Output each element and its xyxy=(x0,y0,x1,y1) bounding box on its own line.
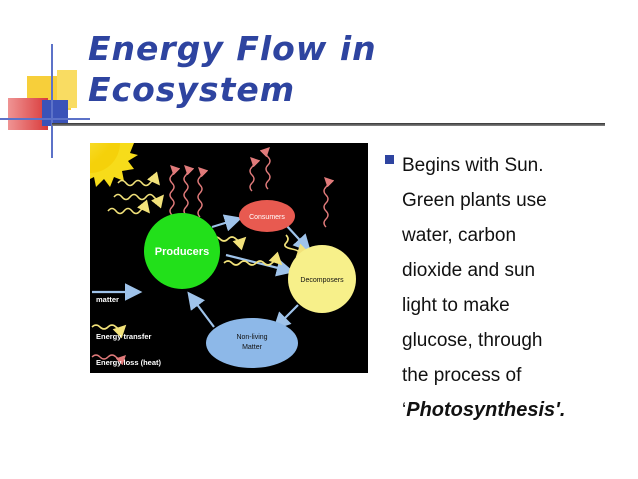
bullet-line-3: water, carbon xyxy=(402,225,517,246)
consumers-node xyxy=(239,200,295,232)
slide-title-line-2: Ecosystem xyxy=(88,70,296,109)
decor-blue-block xyxy=(42,100,68,126)
slide-title: Energy Flow in Ecosystem xyxy=(88,28,377,110)
decor-vertical-line xyxy=(51,44,53,158)
energy-transfer-arrows xyxy=(91,234,310,339)
title-underline xyxy=(52,123,605,126)
bullet-open-quote: ‘ xyxy=(402,400,407,421)
legend-energy-transfer-label: Energy transfer xyxy=(96,332,152,341)
legend-energy-loss-label: Energy loss (heat) xyxy=(96,358,162,367)
bullet-text: Begins with Sun. Green plants use water,… xyxy=(402,148,622,428)
legend-matter-label: matter xyxy=(96,295,119,304)
bullet-line-2: Green plants use xyxy=(402,190,547,211)
decor-red-block xyxy=(8,98,48,130)
bullet-line-5: light to make xyxy=(402,295,510,316)
bullet-line-8: ‘Photosynthesis'. xyxy=(402,393,622,428)
bullet-line-7: the process of xyxy=(402,365,522,386)
slide-title-line-1: Energy Flow in xyxy=(88,29,377,68)
sunlight-arrows xyxy=(107,171,165,215)
heat-loss-arrows xyxy=(169,147,335,228)
legend-energy-loss-arrow xyxy=(91,354,126,366)
energy-flow-diagram: Producers Consumers Decomposers Non-livi… xyxy=(90,143,368,373)
bullet-line-4: dioxide and sun xyxy=(402,260,536,281)
photosynthesis-term: Photosynthesis'. xyxy=(406,399,566,421)
consumers-label: Consumers xyxy=(249,214,285,221)
producers-label: Producers xyxy=(155,246,209,258)
nonliving-label-line-1: Non-living xyxy=(236,334,267,341)
bullet-line-6: glucose, through xyxy=(402,330,543,351)
decor-horizontal-line xyxy=(0,118,90,120)
nonliving-label-line-2: Matter xyxy=(242,344,263,351)
decomposers-label: Decomposers xyxy=(300,277,344,284)
decomposers-node xyxy=(288,245,356,313)
decor-yellow-block-2 xyxy=(57,70,77,108)
energy-flow-diagram-svg: Producers Consumers Decomposers Non-livi… xyxy=(90,143,368,373)
bullet-square-icon xyxy=(385,155,394,164)
nonliving-matter-node xyxy=(206,318,298,368)
sun-icon xyxy=(90,143,138,187)
matter-flow-arrows xyxy=(92,214,311,331)
bullet-line-1: Begins with Sun. xyxy=(402,155,544,176)
producers-node xyxy=(144,213,220,289)
